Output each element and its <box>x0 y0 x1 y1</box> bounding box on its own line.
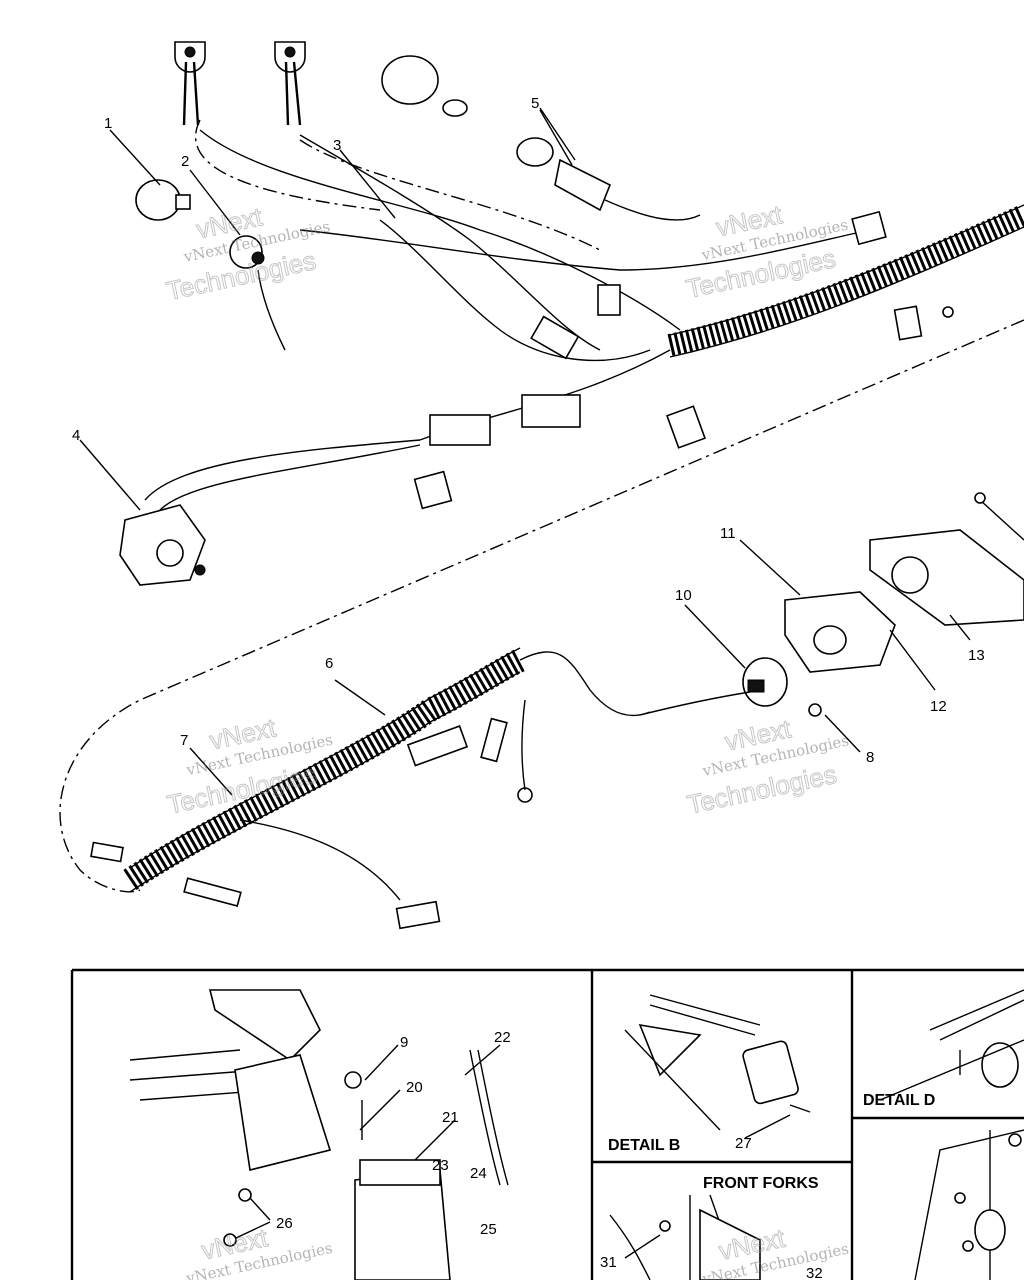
detail-frames <box>70 968 1024 1280</box>
watermark-3: vNext vNext Technologies Technologies <box>164 712 334 821</box>
lower-harness-sheath <box>123 649 526 890</box>
handlebar-switch-part-4 <box>79 439 206 586</box>
wire-upper-2 <box>299 134 601 351</box>
callout-24: 24 <box>470 1165 487 1182</box>
callout-6: 6 <box>325 655 333 672</box>
fuse-holder <box>597 284 621 316</box>
detail-d-drawing <box>879 989 1024 1101</box>
callout-27: 27 <box>735 1135 752 1152</box>
harness-boundary-dashline <box>59 119 1024 893</box>
wire-upper-3 <box>379 219 651 362</box>
lower-wire-loop <box>519 651 651 717</box>
ignition-switch-part-5 <box>381 55 701 221</box>
lower-socket <box>406 725 469 767</box>
callout-21: 21 <box>442 1109 459 1126</box>
callout-11: 11 <box>720 525 736 542</box>
callout-7: 7 <box>180 732 188 749</box>
lower-bullet-connector <box>183 877 242 907</box>
callout-4: 4 <box>72 427 80 444</box>
callout-20: 20 <box>406 1079 423 1096</box>
callout-23: 23 <box>432 1157 449 1174</box>
callout-31: 31 <box>600 1254 617 1271</box>
indicator-switch-right <box>274 41 306 126</box>
detail-b-drawing <box>624 994 811 1139</box>
connector-plug-b <box>666 405 706 449</box>
detail-d-label: DETAIL D <box>863 1092 935 1109</box>
condenser <box>893 305 923 341</box>
front-forks-drawing <box>609 1194 761 1280</box>
callout-25: 25 <box>480 1221 497 1238</box>
callout-2: 2 <box>181 153 189 170</box>
front-forks-label: FRONT FORKS <box>703 1175 819 1192</box>
socket-part-2 <box>189 169 286 351</box>
wire-to-switch-4 <box>144 439 421 501</box>
connector-top-right <box>851 210 887 246</box>
lower-plug <box>395 900 441 930</box>
lower-wire-to-plug <box>239 819 401 901</box>
wire-to-switch-4b <box>159 444 421 511</box>
callout-10: 10 <box>675 587 692 604</box>
tail-light-assembly <box>639 492 1024 717</box>
callout-22: 22 <box>494 1029 511 1046</box>
bulb-part-1 <box>109 129 191 221</box>
connector-plug-a <box>413 470 453 510</box>
callout-32: 32 <box>806 1265 823 1280</box>
ground-lug <box>517 787 533 803</box>
callout-8: 8 <box>866 749 874 766</box>
callout-9: 9 <box>400 1034 408 1051</box>
relay <box>530 315 580 360</box>
wire-upper-1 <box>199 129 681 331</box>
callout-26: 26 <box>276 1215 293 1232</box>
wire-upper-4 <box>299 229 871 271</box>
detail-b-label: DETAIL B <box>608 1137 680 1154</box>
callout-13: 13 <box>968 647 985 664</box>
bottom-right-drawing <box>914 1129 1024 1280</box>
watermark-5: vNext vNext Technologies <box>184 1222 334 1280</box>
callout-12: 12 <box>930 698 947 715</box>
callout-5: 5 <box>531 95 539 112</box>
callout-1: 1 <box>104 115 112 132</box>
connector-block <box>429 414 491 446</box>
indicator-switch-left <box>174 41 206 126</box>
upper-harness-sheath <box>667 204 1024 356</box>
connector-4pin <box>521 394 581 428</box>
battery-panel-drawing <box>129 989 509 1280</box>
callout-3: 3 <box>333 137 341 154</box>
